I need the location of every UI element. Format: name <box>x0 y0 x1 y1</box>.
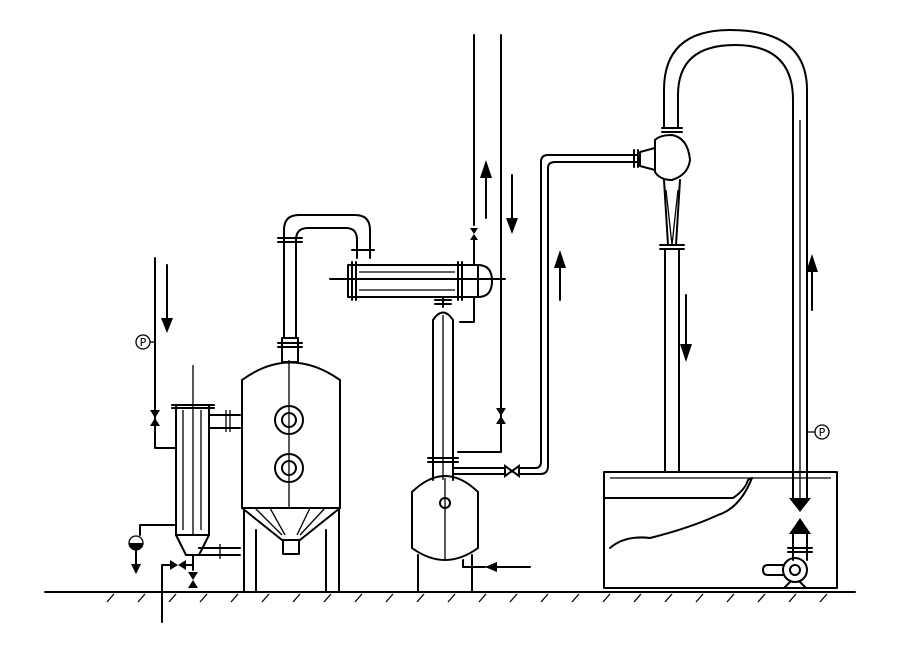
water-tank <box>603 471 838 589</box>
gauge-label: P <box>140 336 147 349</box>
ground-hatch <box>633 593 642 603</box>
ground-hatch <box>788 593 797 603</box>
ground-hatch <box>757 593 766 603</box>
ground-hatch <box>199 593 208 603</box>
ground-hatch <box>447 593 456 603</box>
ground-hatch <box>261 593 270 603</box>
horizontal-condenser <box>329 261 506 301</box>
ground-hatch <box>137 593 146 603</box>
small-condenser: P <box>128 257 241 623</box>
ground-hatch <box>354 593 363 603</box>
cooling-water-lines <box>457 34 518 453</box>
ground-hatch <box>726 593 735 603</box>
ground-hatch <box>664 593 673 603</box>
evaporator-vessel <box>241 337 341 593</box>
ground-hatch <box>819 593 828 603</box>
circulation-loop: P <box>663 29 830 512</box>
ground-hatch <box>292 593 301 603</box>
ground-hatch <box>168 593 177 603</box>
ground-hatch <box>478 593 487 603</box>
ground <box>44 591 856 603</box>
ground-hatch <box>385 593 394 603</box>
ground-hatch <box>540 593 549 603</box>
water-jet-ejector <box>639 127 692 473</box>
ground-hatch <box>416 593 425 603</box>
ground-hatch <box>230 593 239 603</box>
receiver-tank <box>411 475 531 593</box>
pressure-gauge-left: P <box>135 334 155 350</box>
steam-trap <box>128 535 144 574</box>
pressure-gauge-right: P <box>807 424 830 440</box>
ground-hatch <box>602 593 611 603</box>
separator-column <box>427 296 459 481</box>
circulation-pump <box>762 518 813 589</box>
vapor-pipe <box>277 214 375 339</box>
vacuum-line <box>452 149 641 478</box>
ground-hatch <box>106 593 115 603</box>
ground-hatch <box>571 593 580 603</box>
ground-hatch <box>323 593 332 603</box>
ground-hatch <box>509 593 518 603</box>
gauge-label: P <box>819 426 826 439</box>
ground-hatch <box>695 593 704 603</box>
